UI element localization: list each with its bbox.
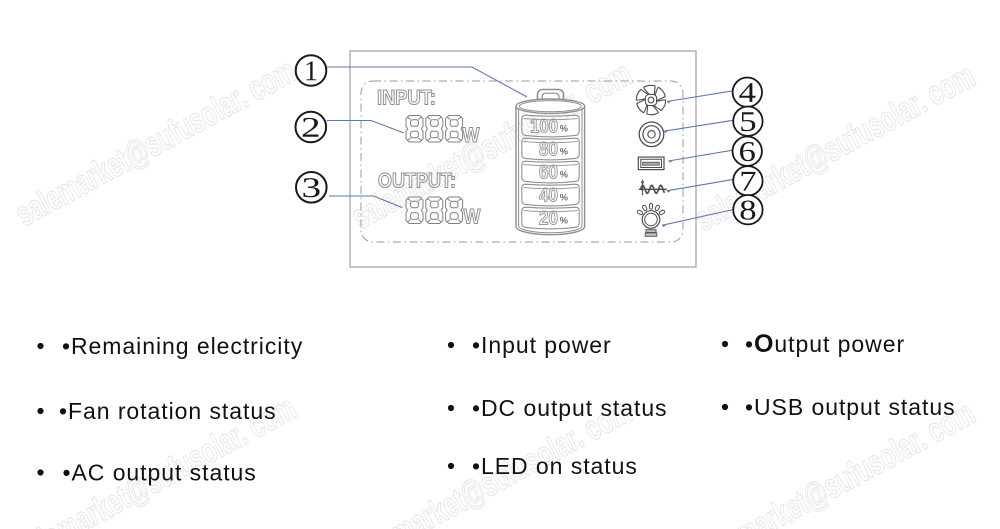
- svg-text:•USB output status: •USB output status: [745, 394, 956, 420]
- svg-text:•LED on status: •LED on status: [472, 453, 638, 479]
- svg-text:W: W: [464, 206, 481, 229]
- svg-text:•Remaining electricity: •Remaining electricity: [62, 333, 303, 359]
- svg-text:•Output power: •Output power: [745, 330, 905, 358]
- svg-text:40: 40: [539, 185, 558, 207]
- svg-text:%: %: [560, 123, 568, 133]
- svg-text:INPUT:: INPUT:: [377, 87, 436, 110]
- svg-text:%: %: [560, 169, 568, 179]
- svg-text:60: 60: [539, 162, 558, 184]
- svg-text:80: 80: [539, 139, 558, 161]
- svg-text:20: 20: [539, 208, 558, 230]
- svg-text:OUTPUT:: OUTPUT:: [378, 170, 456, 193]
- svg-text:100: 100: [530, 116, 558, 138]
- svg-text:•AC output status: •AC output status: [63, 460, 257, 486]
- svg-text:W: W: [463, 124, 480, 147]
- svg-text:%: %: [560, 192, 568, 202]
- svg-text:%: %: [560, 146, 568, 156]
- svg-text:%: %: [560, 215, 568, 225]
- svg-text:•Fan rotation status: •Fan rotation status: [59, 398, 277, 424]
- svg-text:•DC output status: •DC output status: [472, 395, 668, 421]
- svg-text:•Input power: •Input power: [472, 332, 612, 358]
